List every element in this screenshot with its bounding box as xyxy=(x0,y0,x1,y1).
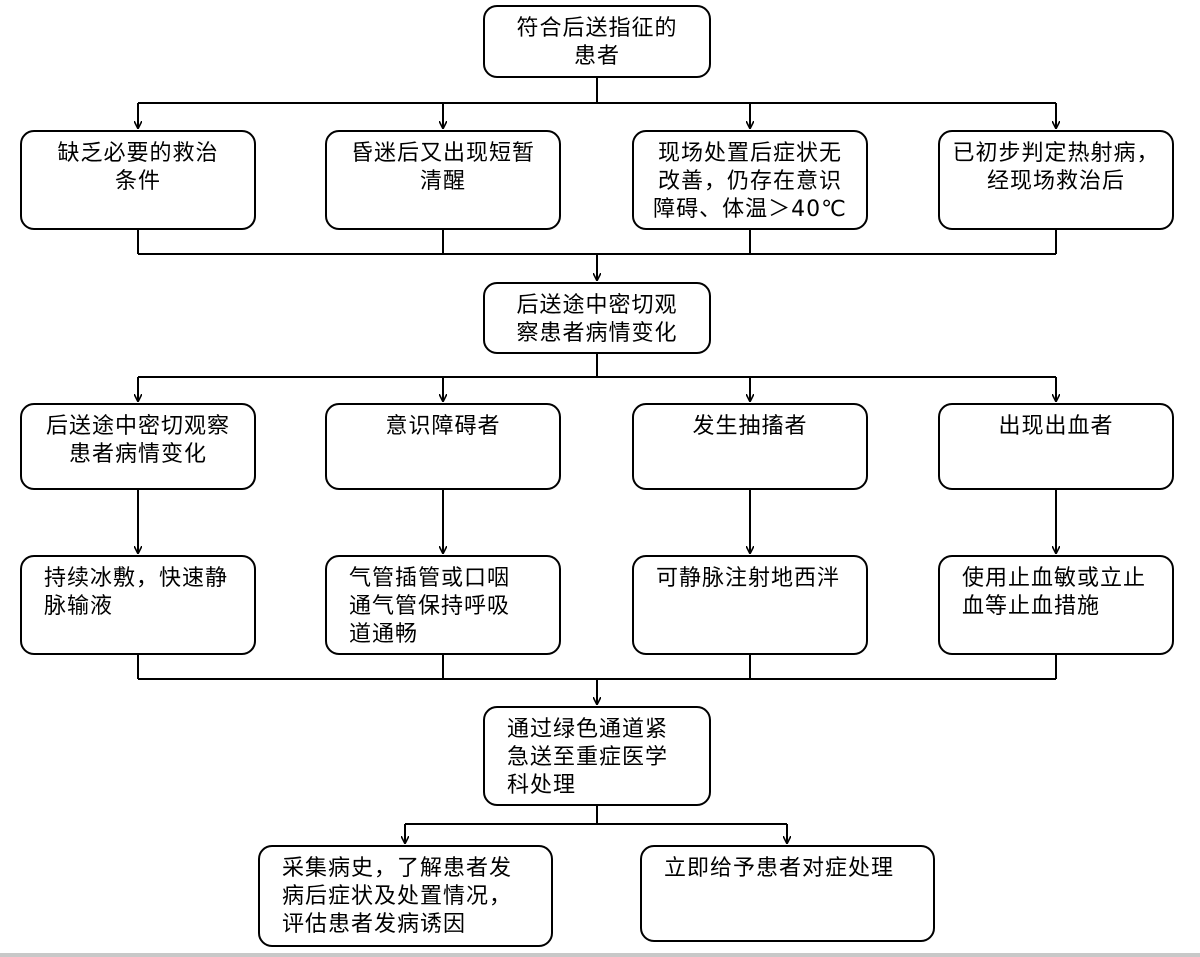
node-condition-2: 昏迷后又出现短暂 清醒 xyxy=(325,130,561,230)
node-symptomatic-treatment: 立即给予患者对症处理 xyxy=(640,845,935,942)
node-action-1: 持续冰敷，快速静 脉输液 xyxy=(20,555,256,655)
node-collect-history: 采集病史，了解患者发 病后症状及处置情况， 评估患者发病诱因 xyxy=(258,845,553,947)
node-situation-1: 后送途中密切观察 患者病情变化 xyxy=(20,403,256,490)
node-condition-3: 现场处置后症状无 改善，仍存在意识 障碍、体温＞40℃ xyxy=(632,130,868,230)
node-situation-4: 出现出血者 xyxy=(938,403,1174,490)
node-action-2: 气管插管或口咽 通气管保持呼吸 道通畅 xyxy=(325,555,561,655)
node-start-patients: 符合后送指征的 患者 xyxy=(483,5,711,78)
node-observe-during-transport: 后送途中密切观 察患者病情变化 xyxy=(483,282,711,354)
node-action-3: 可静脉注射地西泮 xyxy=(632,555,868,655)
node-situation-3: 发生抽搐者 xyxy=(632,403,868,490)
node-green-channel-transfer: 通过绿色通道紧 急送至重症医学 科处理 xyxy=(483,706,711,806)
node-action-4: 使用止血敏或立止 血等止血措施 xyxy=(938,555,1174,655)
node-condition-4: 已初步判定热射病， 经现场救治后 xyxy=(938,130,1174,230)
node-situation-2: 意识障碍者 xyxy=(325,403,561,490)
node-condition-1: 缺乏必要的救治 条件 xyxy=(20,130,256,230)
bottom-divider xyxy=(0,953,1200,957)
